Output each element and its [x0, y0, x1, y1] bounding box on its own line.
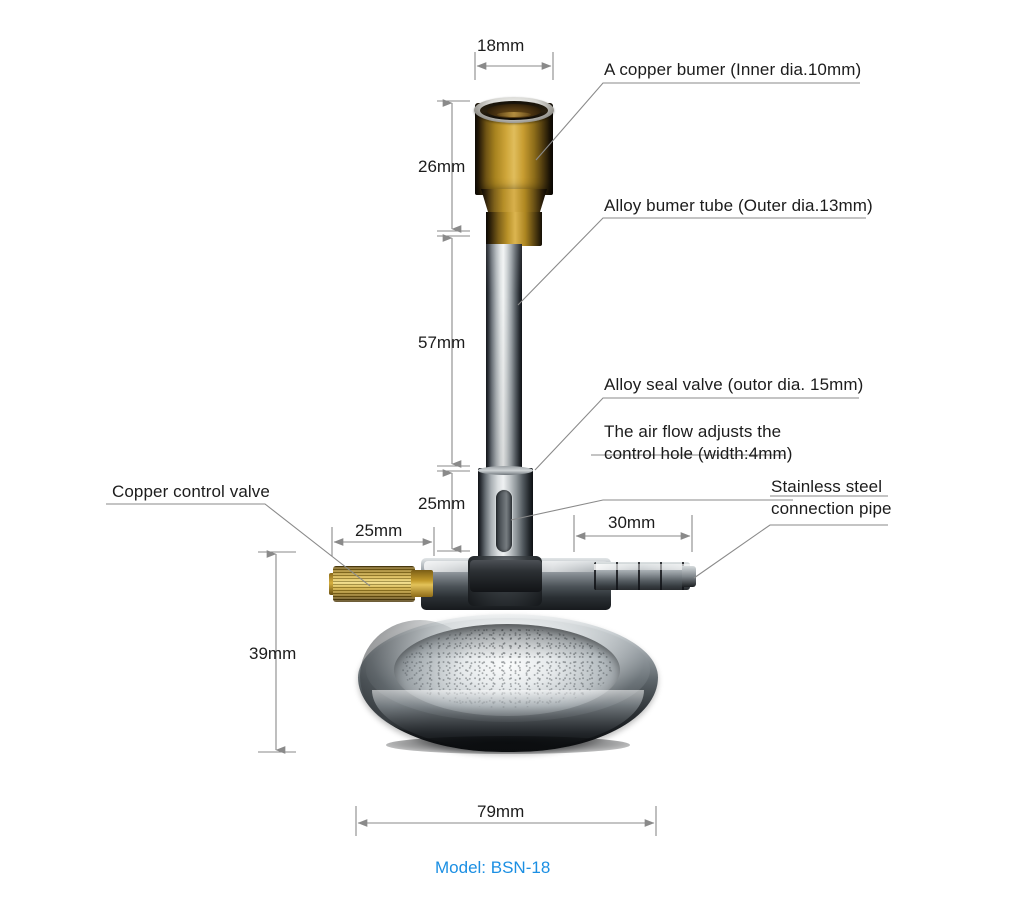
dimension-label-30mm: 30mm — [608, 513, 656, 532]
alloy-burner-tube — [486, 244, 522, 470]
copper-control-valve-knob — [333, 566, 415, 602]
model-caption: Model: BSN-18 — [435, 858, 551, 877]
burner-base-foot-shadow — [386, 736, 630, 754]
alloy-seal-valve-collar — [478, 466, 533, 475]
leader-copper-burner — [535, 82, 860, 161]
burner-body-collar — [470, 560, 542, 592]
copper-burner-neck — [486, 212, 542, 246]
callout-stainless-pipe-line2: connection pipe — [771, 499, 892, 518]
callout-air-flow-hole-line2: control hole (width:4mm) — [604, 444, 793, 463]
callout-copper-burner: A copper bumer (Inner dia.10mm) — [604, 60, 862, 79]
dimension-label-79mm: 79mm — [477, 802, 525, 821]
alloy-burner-tube-shading — [486, 244, 522, 470]
air-flow-control-hole — [496, 490, 512, 552]
dimension-label-25mm-horizontal: 25mm — [355, 521, 403, 540]
leader-alloy-burner-tube — [517, 217, 866, 306]
connection-pipe-highlight — [594, 564, 690, 570]
connection-pipe-tip — [682, 566, 696, 587]
callout-copper-control-valve: Copper control valve — [112, 482, 270, 501]
dimension-label-25mm-vertical: 25mm — [418, 494, 466, 513]
callout-air-flow-hole-line1: The air flow adjusts the — [604, 422, 782, 441]
copper-control-valve-collar — [411, 570, 433, 597]
leader-air-flow-hole — [510, 454, 793, 521]
callout-alloy-seal-valve: Alloy seal valve (outor dia. 15mm) — [604, 375, 864, 394]
callout-stainless-pipe-line1: Stainless steel — [771, 477, 883, 496]
dimension-label-26mm: 26mm — [418, 157, 466, 176]
dimension-label-18mm: 18mm — [477, 36, 525, 55]
dimension-18mm — [474, 52, 554, 80]
burner-bore-highlight — [497, 112, 531, 117]
callout-alloy-burner-tube: Alloy bumer tube (Outer dia.13mm) — [604, 196, 873, 215]
copper-burner-taper — [481, 189, 547, 215]
dimension-label-39mm: 39mm — [249, 644, 297, 663]
dimension-label-57mm: 57mm — [418, 333, 466, 352]
